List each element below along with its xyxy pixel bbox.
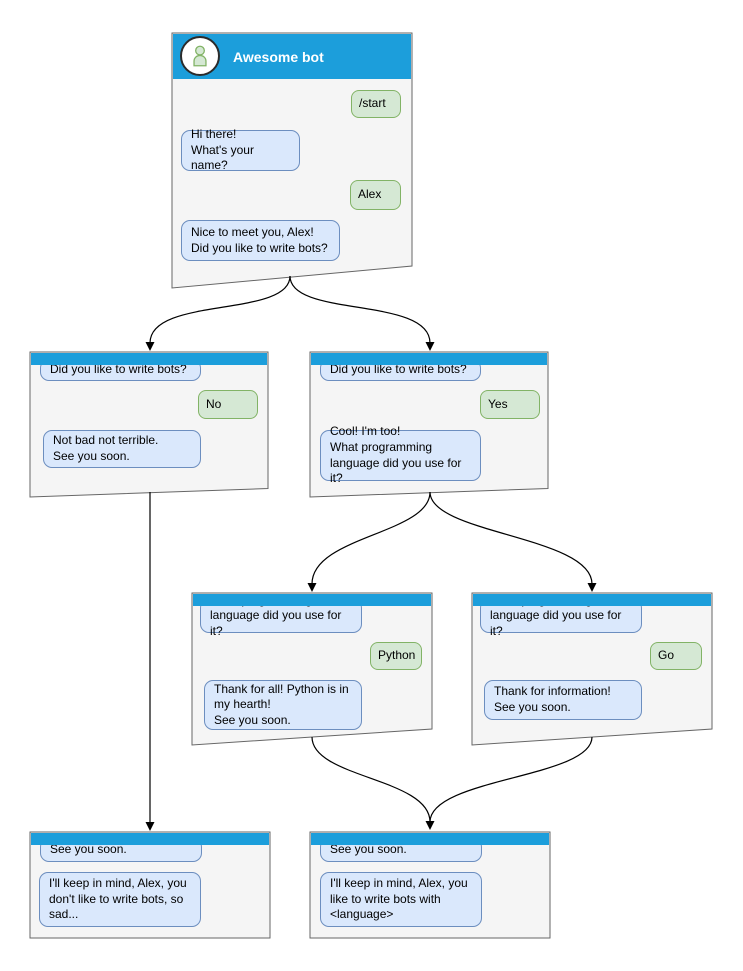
user-message-bubble: Go xyxy=(650,642,702,670)
user-message-bubble: Alex xyxy=(350,180,401,210)
chat-window-root: Awesome bot /start Hi there! What's your… xyxy=(172,33,412,288)
arrowhead-root-to-no xyxy=(145,342,155,351)
user-message-bubble: No xyxy=(198,390,258,419)
arrowhead-to-end-yes xyxy=(425,821,435,830)
bot-message-bubble: Thank for information! See you soon. xyxy=(484,680,642,720)
arrow-root-to-no xyxy=(149,275,291,344)
window-title-strip xyxy=(311,833,549,845)
chat-window-no-branch: Did you like to write bots? No Not bad n… xyxy=(30,352,268,492)
arrow-root-to-yes xyxy=(289,275,431,344)
bot-message-bubble: I'll keep in mind, Alex, you don't like … xyxy=(39,872,201,927)
bot-message-bubble: Cool! I'm too! What programming language… xyxy=(320,424,481,485)
bot-avatar xyxy=(180,36,220,76)
arrowhead-root-to-yes xyxy=(425,342,435,351)
chat-window-python-branch: What programming language did you use fo… xyxy=(192,593,432,733)
bot-message-bubble: Hi there! What's your name? xyxy=(181,127,300,172)
arrowhead-no-to-end xyxy=(145,822,155,831)
chat-window-end-yes: See you soon. I'll keep in mind, Alex, y… xyxy=(310,832,550,938)
arrow-yes-to-python xyxy=(311,491,431,585)
window-title-strip xyxy=(311,353,547,365)
user-message-bubble: /start xyxy=(351,90,401,118)
bot-message-bubble: Nice to meet you, Alex! Did you like to … xyxy=(181,220,340,261)
window-title-strip xyxy=(193,594,431,606)
bot-message-bubble: Thank for all! Python is in my hearth! S… xyxy=(204,680,362,730)
chat-header: Awesome bot xyxy=(173,34,411,79)
window-title-strip xyxy=(473,594,711,606)
user-message-bubble: Yes xyxy=(480,390,540,419)
arrowhead-yes-to-python xyxy=(307,583,317,592)
chat-window-end-no: See you soon. I'll keep in mind, Alex, y… xyxy=(30,832,270,938)
arrow-yes-to-go xyxy=(429,491,593,585)
chat-window-go-branch: What programming language did you use fo… xyxy=(472,593,712,733)
chat-window-yes-branch: Did you like to write bots? Yes Cool! I'… xyxy=(310,352,548,492)
arrowhead-yes-to-go xyxy=(587,583,597,592)
bot-message-bubble: Not bad not terrible. See you soon. xyxy=(43,430,201,468)
user-message-bubble: Python xyxy=(370,642,422,670)
chat-title: Awesome bot xyxy=(233,48,324,65)
person-icon xyxy=(193,45,207,67)
window-title-strip xyxy=(31,833,269,845)
bot-message-bubble: I'll keep in mind, Alex, you like to wri… xyxy=(320,872,482,927)
arrow-go-to-end xyxy=(429,736,593,823)
window-title-strip xyxy=(31,353,267,365)
arrow-python-to-end xyxy=(311,736,431,823)
